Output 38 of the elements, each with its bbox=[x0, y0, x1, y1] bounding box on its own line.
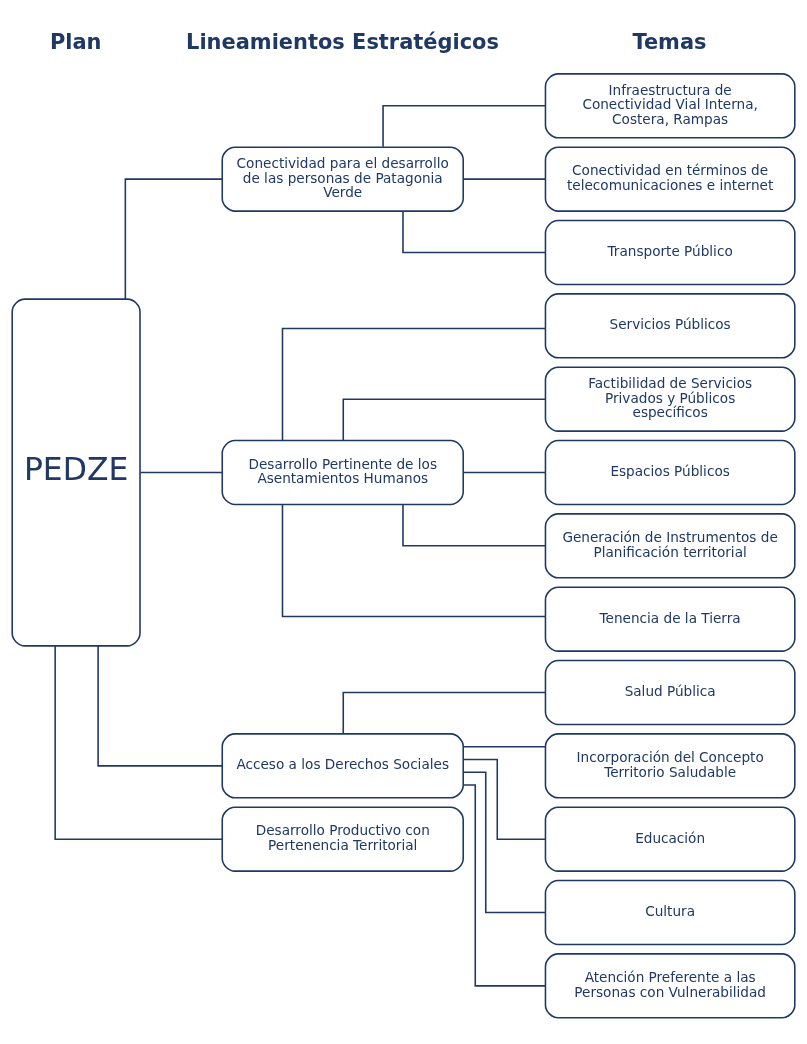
node-box: Acceso a los Derechos Sociales bbox=[221, 733, 464, 799]
node-box: Generación de Instrumentos de Planificación territorial bbox=[544, 513, 796, 579]
node-box: Transporte Público bbox=[544, 219, 796, 286]
connector bbox=[462, 758, 547, 840]
node-box: Tenencia de la Tierra bbox=[544, 586, 796, 652]
connector bbox=[281, 327, 547, 442]
label: Plan bbox=[49, 30, 102, 55]
connector bbox=[462, 745, 546, 748]
node-box: Atención Preferente a las Personas con Vulnerabilidad bbox=[544, 953, 796, 1019]
connector bbox=[462, 784, 547, 987]
connector bbox=[124, 178, 223, 300]
connector bbox=[342, 398, 546, 441]
node-box: Infraestructura de Conectividad Vial Interna, Costera, Rampas bbox=[544, 73, 796, 139]
node-box: Salud Pública bbox=[544, 659, 796, 726]
connector bbox=[462, 178, 546, 180]
node-box: Desarrollo Productivo con Pertenencia Territorial bbox=[221, 806, 464, 872]
connector bbox=[462, 471, 546, 474]
node-box: Cultura bbox=[544, 879, 796, 946]
node-box: PEDZE bbox=[11, 298, 141, 647]
connector bbox=[402, 504, 546, 547]
label: Temas bbox=[632, 30, 707, 55]
node-box: Conectividad en términos de telecomunicaciones e internet bbox=[544, 146, 796, 212]
connector bbox=[382, 105, 546, 148]
node-box: Servicios Públicos bbox=[544, 293, 796, 359]
node-box: Educación bbox=[544, 806, 796, 872]
node-box: Espacios Públicos bbox=[544, 439, 796, 506]
node-box: Factibilidad de Servicios Privados y Públicos específicos bbox=[544, 366, 796, 432]
node-box: Desarrollo Pertinente de los Asentamientos Humanos bbox=[221, 439, 464, 506]
connector bbox=[281, 503, 547, 618]
node-box: Conectividad para el desarrollo de las personas de Patagonia Verde bbox=[221, 146, 464, 212]
connector bbox=[462, 771, 546, 914]
connector bbox=[54, 645, 223, 840]
node-box: Incorporación del Concepto Territorio Saludable bbox=[544, 733, 796, 799]
connector bbox=[342, 691, 546, 735]
connector bbox=[139, 471, 223, 474]
label: Lineamientos Estratégicos bbox=[186, 30, 499, 55]
connector bbox=[402, 210, 546, 254]
connector bbox=[97, 645, 223, 767]
